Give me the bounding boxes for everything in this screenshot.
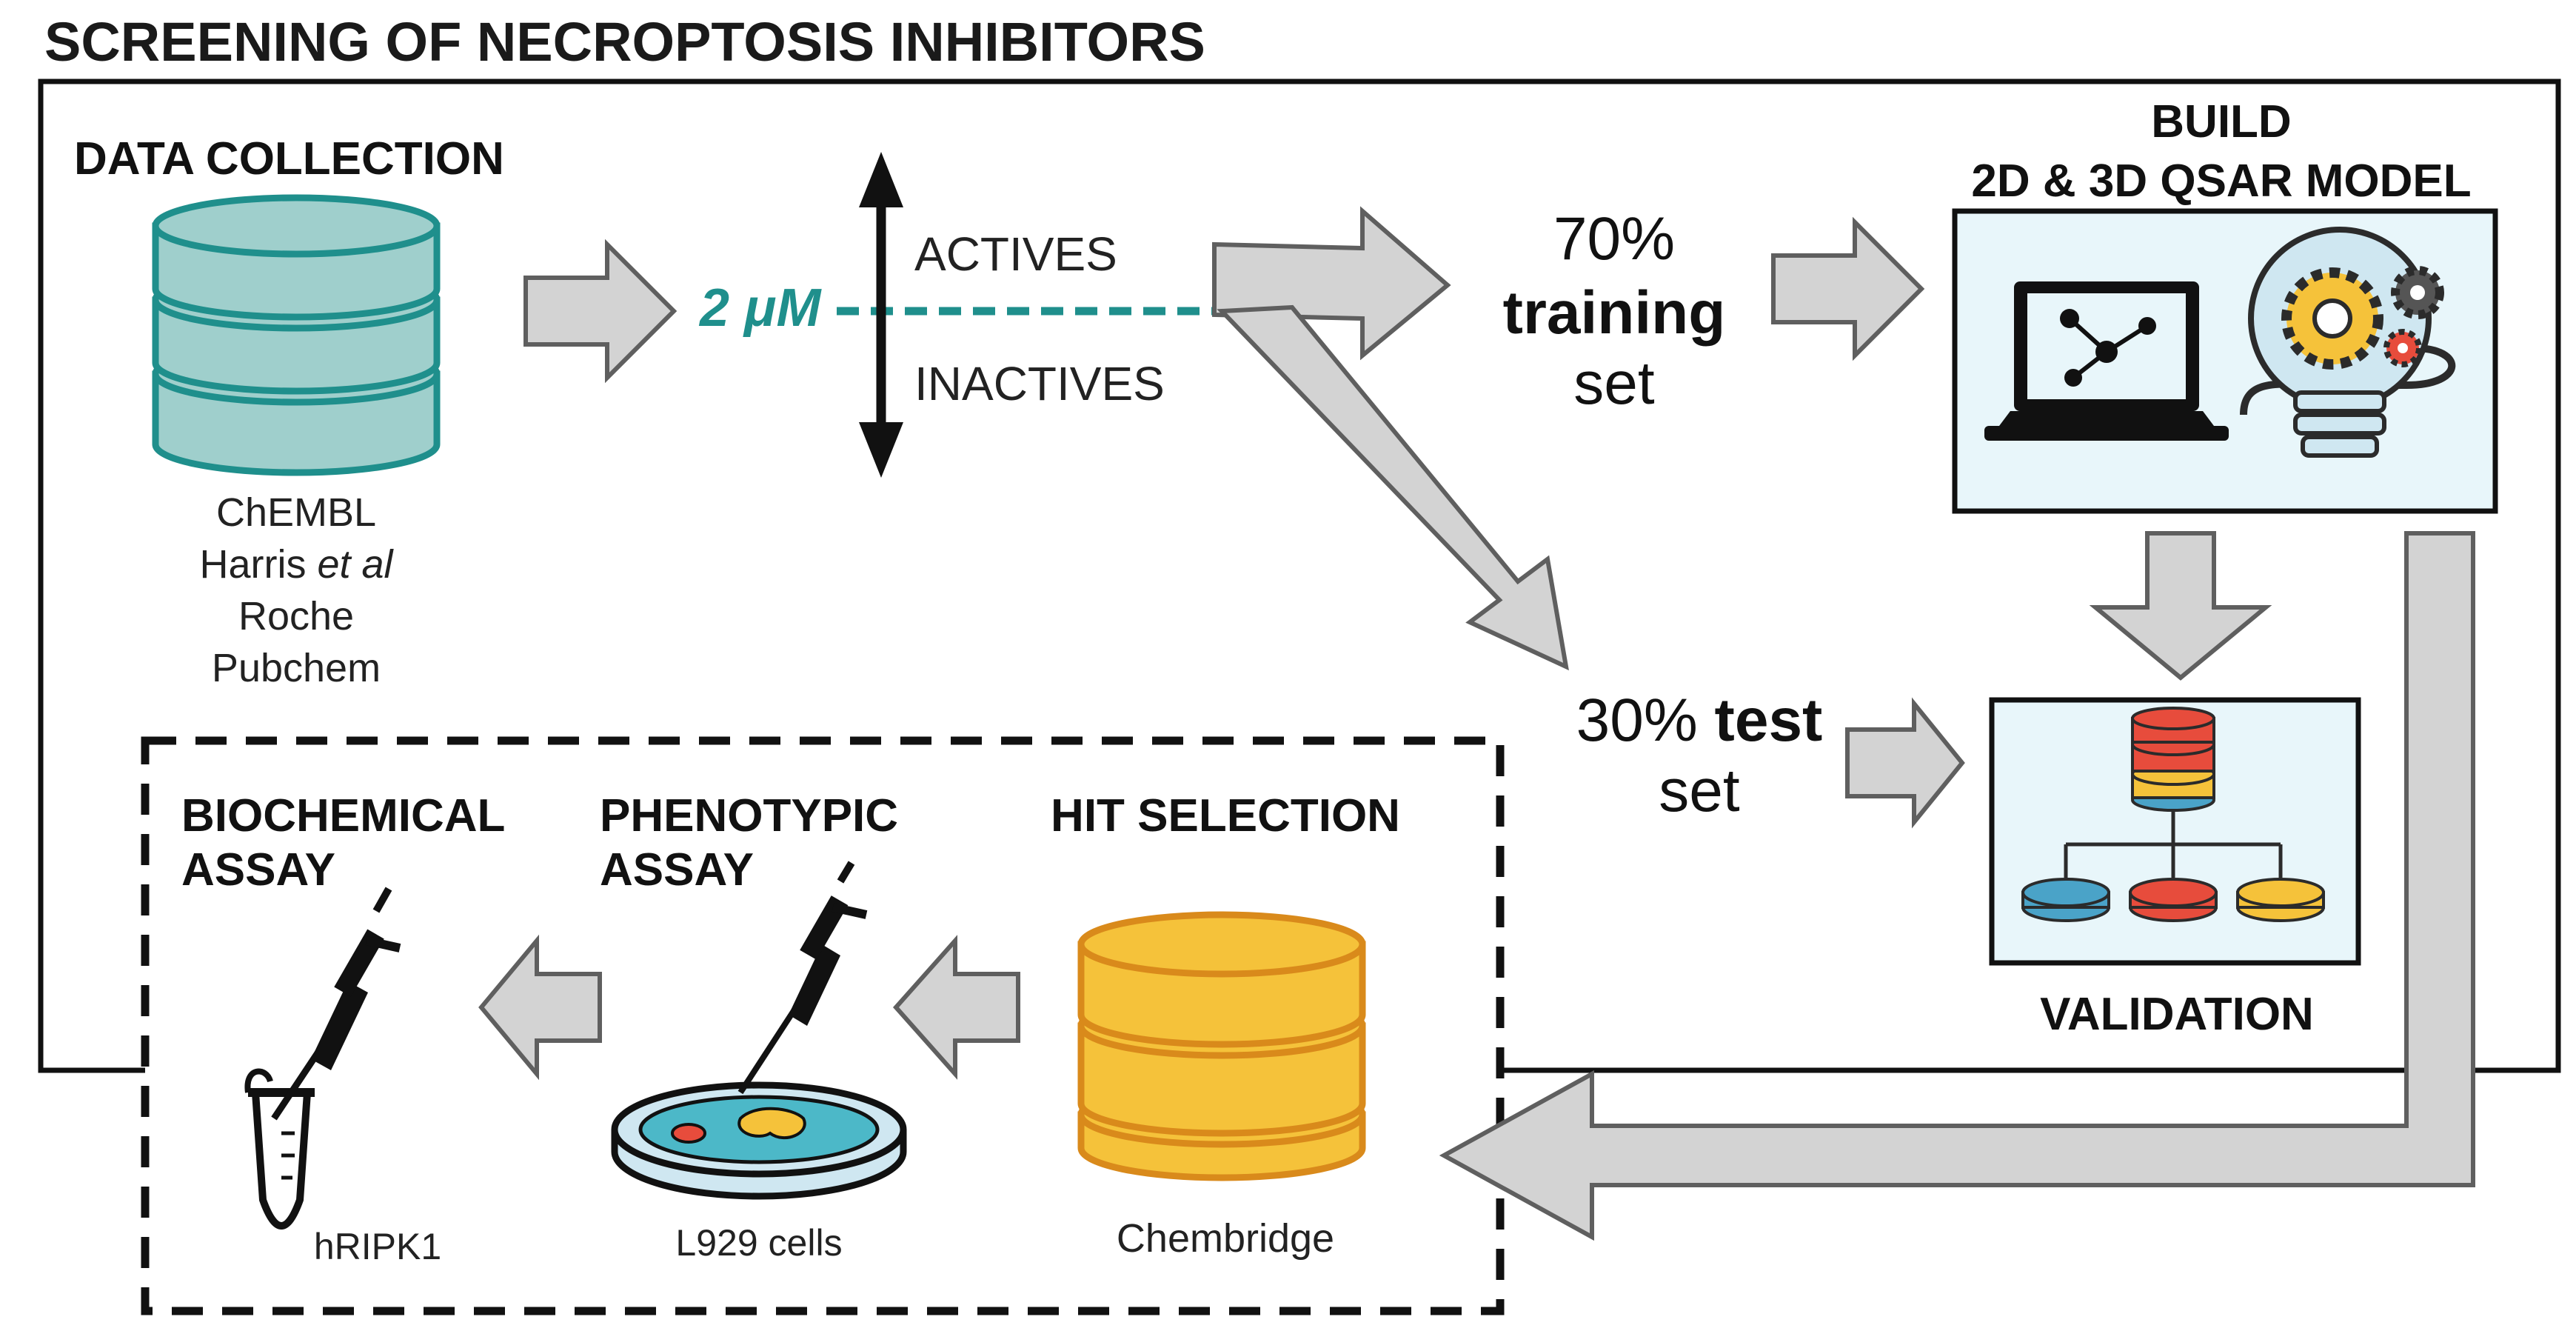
hierarchy-database-icon [2021, 707, 2325, 922]
source-harris-etal: et al [317, 542, 394, 587]
lightbulb-gears-icon [2240, 227, 2456, 458]
eppendorf-tube-pipette-icon [244, 887, 401, 1230]
arrow-to-biochemical [478, 934, 602, 1081]
data-collection-heading: DATA COLLECTION [74, 133, 504, 184]
source-harris-name: Harris [199, 542, 317, 587]
arrow-to-validation [2089, 531, 2272, 681]
arrow-to-build [1771, 216, 1925, 361]
test-percent: 30% [1576, 687, 1715, 754]
test-set-label: set [1659, 757, 1740, 824]
phenotypic-heading: PHENOTYPIC [600, 790, 898, 841]
training-set-label: set [1573, 350, 1655, 417]
bidirectional-arrow-icon [859, 152, 903, 478]
validation-label: VALIDATION [2040, 989, 2314, 1040]
test-label: test [1715, 687, 1823, 754]
arrow-to-hit-selection [1439, 531, 2475, 1241]
hit-selection-heading: HIT SELECTION [1051, 790, 1400, 841]
threshold-value: 2 μM [698, 278, 822, 338]
arrow-to-phenotypic [892, 935, 1020, 1080]
outer-frame [38, 79, 2561, 1073]
phenotypic-subheading: ASSAY [600, 844, 754, 895]
actives-label: ACTIVES [914, 227, 1117, 281]
hripk1-label: hRIPK1 [314, 1226, 441, 1267]
source-pubchem: Pubchem [212, 646, 381, 690]
arrow-to-threshold [523, 238, 678, 384]
arrow-to-test [1217, 304, 1569, 671]
l929-label: L929 cells [675, 1222, 842, 1264]
source-harris: Harris et al [199, 542, 394, 587]
build-subheading: 2D & 3D QSAR MODEL [1971, 156, 2471, 207]
chembridge-label: Chembridge [1117, 1216, 1334, 1261]
database-icon-yellow [1077, 911, 1366, 1181]
biochemical-heading: BIOCHEMICAL [181, 790, 505, 841]
source-chembl: ChEMBL [216, 490, 376, 535]
source-roche: Roche [238, 594, 354, 638]
test-percent-line: 30% test [1576, 687, 1823, 754]
inactives-label: INACTIVES [914, 357, 1165, 410]
arrow-test-to-validation [1845, 697, 1965, 829]
biochemical-subheading: ASSAY [181, 844, 335, 895]
hit-selection-dashed-box [141, 736, 1505, 1315]
laptop-network-icon [1984, 281, 2229, 441]
training-label: training [1503, 279, 1726, 347]
training-percent: 70% [1553, 205, 1675, 273]
database-icon-teal [152, 194, 441, 476]
build-heading: BUILD [2151, 96, 2291, 147]
petri-dish-pipette-icon [611, 861, 907, 1200]
diagram-title: SCREENING OF NECROPTOSIS INHIBITORS [44, 11, 1205, 73]
